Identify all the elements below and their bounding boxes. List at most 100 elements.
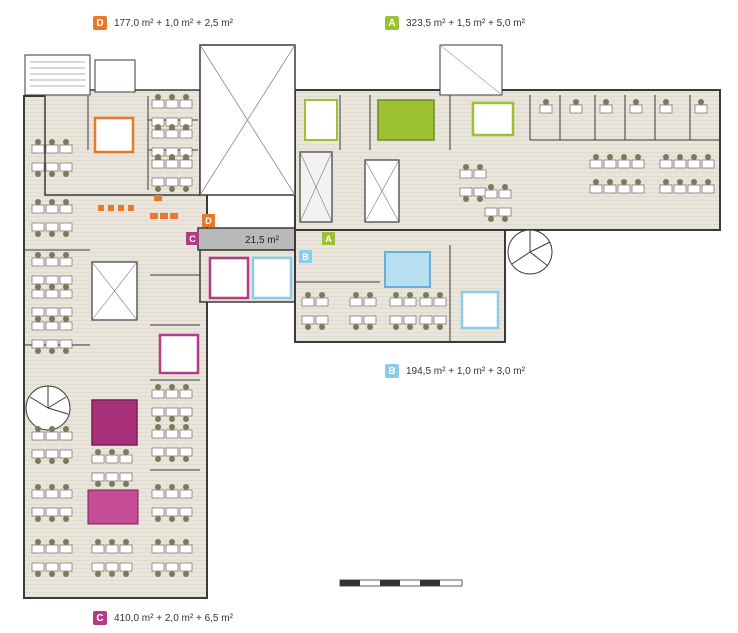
badge-c-corridor-label: C <box>189 234 196 244</box>
chair <box>183 571 189 577</box>
desk <box>687 159 701 169</box>
chair <box>155 516 161 522</box>
chair <box>63 139 69 145</box>
desk <box>45 307 59 317</box>
chair <box>367 324 373 330</box>
desk <box>631 184 645 194</box>
desk <box>151 159 165 169</box>
desk <box>179 407 193 417</box>
desk <box>31 489 45 499</box>
chair <box>63 316 69 322</box>
chair <box>109 481 115 487</box>
desk <box>349 315 363 325</box>
desk <box>59 275 73 285</box>
chair <box>155 484 161 490</box>
meeting-room-a-table <box>471 101 515 137</box>
chair <box>183 424 189 430</box>
chair <box>423 324 429 330</box>
desk <box>45 431 59 441</box>
desk <box>45 449 59 459</box>
chair <box>35 231 41 237</box>
chair <box>677 179 683 185</box>
desk <box>165 389 179 399</box>
chair <box>502 216 508 222</box>
desk <box>151 99 165 109</box>
desk <box>105 472 119 482</box>
unit-c-area: 410,0 m² + 2,0 m² + 6,5 m² <box>114 612 233 624</box>
chair <box>463 196 469 202</box>
chair <box>95 539 101 545</box>
desk <box>673 184 687 194</box>
chair <box>35 252 41 258</box>
chair <box>305 292 311 298</box>
desk <box>31 339 45 349</box>
chair <box>407 324 413 330</box>
desk <box>301 297 315 307</box>
unit-b-area: 194,5 m² + 1,0 m² + 3,0 m² <box>406 365 525 377</box>
chair <box>35 458 41 464</box>
chair <box>63 458 69 464</box>
shared-area-label: 21,5 m² <box>245 235 280 246</box>
unit-a-badge: A <box>385 16 399 30</box>
desk <box>659 184 673 194</box>
chair <box>477 196 483 202</box>
chair <box>155 456 161 462</box>
chair <box>183 539 189 545</box>
desk <box>473 169 487 179</box>
desk <box>179 129 193 139</box>
chair <box>169 154 175 160</box>
chair <box>63 199 69 205</box>
badge-c-corridor <box>186 232 199 245</box>
stair-top-left <box>24 54 91 96</box>
desk <box>105 544 119 554</box>
desk <box>484 189 498 199</box>
desk <box>45 222 59 232</box>
chair <box>49 139 55 145</box>
desk <box>59 162 73 172</box>
desk <box>301 315 315 325</box>
chair <box>49 484 55 490</box>
chair <box>183 94 189 100</box>
chair <box>169 384 175 390</box>
desk <box>31 321 45 331</box>
desk <box>433 297 447 307</box>
chair <box>353 324 359 330</box>
desk <box>631 159 645 169</box>
desk <box>433 315 447 325</box>
desk <box>484 207 498 217</box>
scale-bar <box>339 579 463 587</box>
chair <box>691 179 697 185</box>
desk <box>59 507 73 517</box>
unit-d-area: 177,0 m² + 1,0 m² + 2,5 m² <box>114 17 233 29</box>
desk <box>694 104 708 114</box>
chair <box>607 179 613 185</box>
chair <box>49 316 55 322</box>
desk <box>179 507 193 517</box>
desk <box>617 159 631 169</box>
chair <box>635 179 641 185</box>
desk <box>701 159 715 169</box>
chair <box>633 99 639 105</box>
chair <box>543 99 549 105</box>
chair <box>35 284 41 290</box>
chair <box>155 384 161 390</box>
chair <box>169 124 175 130</box>
desk <box>31 144 45 154</box>
desk <box>105 562 119 572</box>
desk <box>59 321 73 331</box>
desk <box>59 289 73 299</box>
chair <box>49 516 55 522</box>
chair <box>49 348 55 354</box>
desk <box>45 562 59 572</box>
desk <box>179 447 193 457</box>
desk <box>315 315 329 325</box>
desk <box>459 169 473 179</box>
chair <box>63 426 69 432</box>
desk <box>59 144 73 154</box>
desk <box>45 275 59 285</box>
desk <box>589 159 603 169</box>
desk <box>165 507 179 517</box>
chair <box>49 539 55 545</box>
desk <box>31 449 45 459</box>
meeting-room-c-pink <box>87 489 139 525</box>
